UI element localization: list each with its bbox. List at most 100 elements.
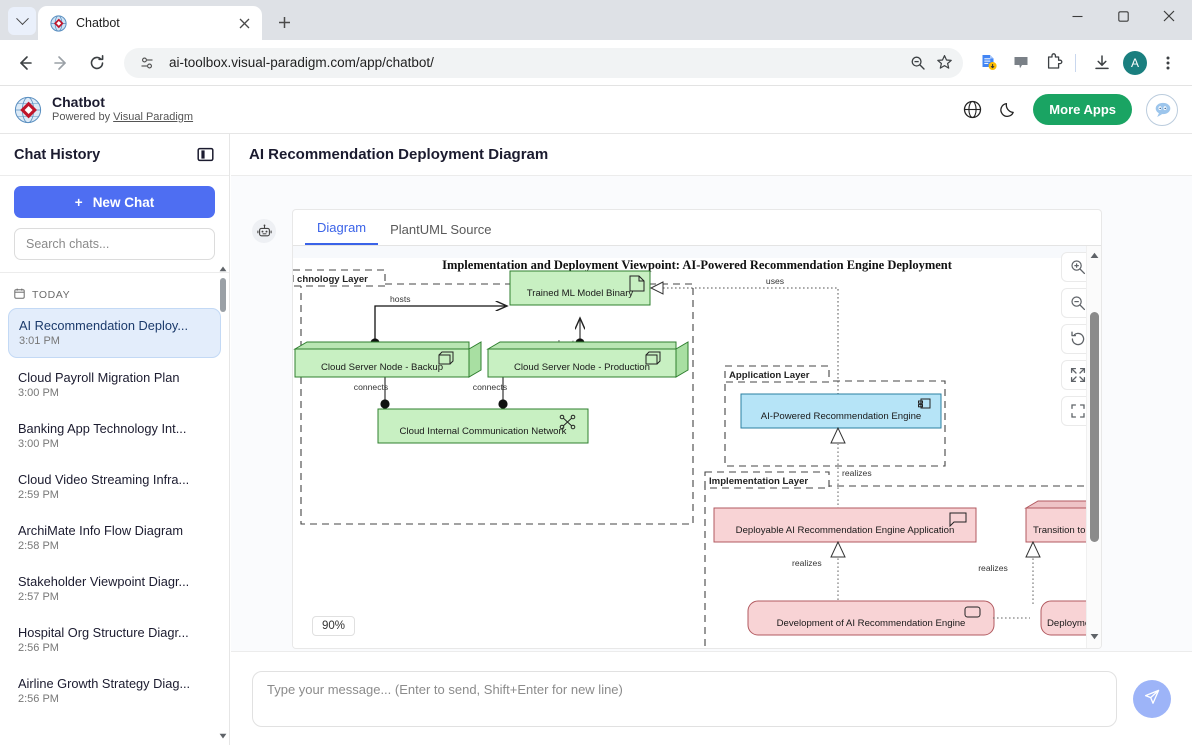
chat-item-7[interactable]: Airline Growth Strategy Diag... 2:56 PM: [8, 667, 221, 715]
chat-item-title: AI Recommendation Deploy...: [19, 318, 189, 333]
tab-diagram[interactable]: Diagram: [305, 213, 379, 245]
chat-item-title: Cloud Payroll Migration Plan: [18, 370, 180, 385]
node-label: Deployment: [1047, 618, 1099, 629]
reading-list-icon[interactable]: [974, 49, 1002, 77]
node-label: Cloud Server Node - Backup: [321, 362, 443, 373]
reload-icon[interactable]: [82, 48, 112, 78]
app-subtitle-prefix: Powered by: [52, 111, 114, 123]
back-icon[interactable]: [10, 48, 40, 78]
chat-bubble-icon[interactable]: [1146, 93, 1178, 126]
node-deployable-ai-recommendation-engine-application[interactable]: Deployable AI Recommendation Engine Appl…: [713, 507, 977, 543]
chat-group-label: TODAY: [32, 289, 71, 301]
chat-item-4[interactable]: ArchiMate Info Flow Diagram 2:58 PM: [8, 514, 221, 562]
chat-item-5[interactable]: Stakeholder Viewpoint Diagr... 2:57 PM: [8, 565, 221, 613]
browser-tab-title: Chatbot: [76, 16, 120, 30]
scroll-up-icon[interactable]: [1087, 248, 1101, 263]
chat-item-time: 3:00 PM: [18, 387, 59, 399]
sidebar-actions: + New Chat: [0, 176, 229, 273]
scrollbar-thumb[interactable]: [1090, 312, 1099, 542]
browser-menu-icon[interactable]: [1154, 49, 1182, 77]
group-label-application: Application Layer: [729, 370, 810, 381]
main-panel: AI Recommendation Deployment Diagram Dia…: [231, 134, 1192, 745]
chat-group-today: TODAY: [8, 279, 221, 308]
node-trained-ml-model-binary[interactable]: Trained ML Model Binary: [509, 270, 651, 306]
node-label: Cloud Internal Communication Network: [400, 426, 567, 437]
archimate-diagram[interactable]: chnology Layer Application Layer Impleme…: [293, 246, 1101, 648]
forward-icon[interactable]: [46, 48, 76, 78]
site-info-icon[interactable]: [134, 50, 160, 76]
chat-item-time: 2:59 PM: [18, 489, 59, 501]
close-icon[interactable]: [1146, 0, 1192, 32]
zoom-out-icon[interactable]: [905, 50, 931, 76]
close-icon[interactable]: [234, 13, 254, 33]
zoom-level-indicator[interactable]: 90%: [312, 616, 356, 636]
node-label: Cloud Server Node - Production: [514, 362, 650, 373]
chat-item-1[interactable]: Cloud Payroll Migration Plan 3:00 PM: [8, 361, 221, 409]
scrollbar-thumb[interactable]: [220, 278, 226, 312]
chat-item-title: Hospital Org Structure Diagr...: [18, 625, 189, 640]
comment-icon[interactable]: [1007, 49, 1035, 77]
sidebar-scrollbar[interactable]: [219, 264, 227, 745]
panel-toggle-icon[interactable]: [195, 145, 215, 165]
browser-tab-strip: Chatbot: [0, 0, 1192, 40]
message-input[interactable]: [252, 670, 1117, 727]
node-cloud-internal-communication-network[interactable]: Cloud Internal Communication Network: [377, 408, 589, 444]
app-title: Chatbot: [52, 94, 105, 110]
tab-plantuml-source[interactable]: PlantUML Source: [378, 215, 503, 245]
app-subtitle: Powered by Visual Paradigm: [52, 110, 193, 124]
diagram-canvas[interactable]: Implementation and Deployment Viewpoint:…: [293, 246, 1101, 648]
scroll-down-icon[interactable]: [219, 731, 227, 741]
send-button[interactable]: [1133, 679, 1171, 718]
node-label: AI-Powered Recommendation Engine: [761, 411, 922, 422]
sidebar-header: Chat History: [0, 134, 229, 176]
search-input[interactable]: [14, 228, 215, 260]
visual-paradigm-globe-icon: [50, 14, 67, 32]
message-composer: [231, 651, 1192, 745]
visual-paradigm-link[interactable]: Visual Paradigm: [113, 111, 194, 123]
group-label-implementation: Implementation Layer: [709, 476, 808, 487]
diagram-top-strip: [293, 246, 1101, 258]
more-apps-button[interactable]: More Apps: [1033, 94, 1132, 125]
chat-item-6[interactable]: Hospital Org Structure Diagr... 2:56 PM: [8, 616, 221, 664]
download-icon[interactable]: [1088, 49, 1116, 77]
visual-paradigm-logo-icon: [14, 96, 42, 124]
new-chat-label: New Chat: [92, 194, 155, 210]
moon-icon[interactable]: [997, 99, 1019, 121]
edge-label-realizes-2: realizes: [792, 558, 822, 568]
address-bar[interactable]: ai-toolbox.visual-paradigm.com/app/chatb…: [124, 47, 963, 78]
maximize-icon[interactable]: [1100, 0, 1146, 32]
main-title-bar: AI Recommendation Deployment Diagram: [231, 134, 1192, 176]
node-development-of-ai-recommendation-engine[interactable]: Development of AI Recommendation Engine: [747, 600, 995, 636]
chat-item-time: 2:56 PM: [18, 642, 59, 654]
avatar: A: [1123, 50, 1147, 75]
scroll-up-icon[interactable]: [219, 264, 227, 274]
tab-search-button[interactable]: [8, 7, 36, 35]
new-tab-button[interactable]: [270, 8, 298, 36]
new-chat-button[interactable]: + New Chat: [14, 186, 215, 218]
toolbar-divider: [1075, 53, 1076, 72]
profile-avatar-icon[interactable]: A: [1121, 49, 1149, 77]
edge-label-uses: uses: [766, 276, 784, 286]
node-cloud-server-node-production[interactable]: Cloud Server Node - Production: [486, 341, 689, 378]
chat-list[interactable]: TODAY AI Recommendation Deploy... 3:01 P…: [0, 279, 229, 745]
chat-item-0[interactable]: AI Recommendation Deploy... 3:01 PM: [8, 308, 221, 358]
chat-item-title: Banking App Technology Int...: [18, 421, 187, 436]
chat-item-3[interactable]: Cloud Video Streaming Infra... 2:59 PM: [8, 463, 221, 511]
diagram-card: Diagram PlantUML Source Implementation a…: [292, 209, 1102, 649]
canvas-scrollbar[interactable]: [1086, 246, 1101, 648]
node-label: Deployable AI Recommendation Engine Appl…: [736, 525, 955, 536]
diagram-title: Implementation and Deployment Viewpoint:…: [442, 258, 952, 272]
node-cloud-server-node-backup[interactable]: Cloud Server Node - Backup: [293, 341, 482, 378]
minimize-icon[interactable]: [1054, 0, 1100, 32]
node-ai-powered-recommendation-engine[interactable]: AI-Powered Recommendation Engine: [740, 393, 942, 429]
browser-tab[interactable]: Chatbot: [38, 6, 262, 40]
edge-label-connects-2: connects: [473, 382, 507, 392]
extensions-icon[interactable]: [1040, 49, 1068, 77]
calendar-icon: [14, 288, 25, 302]
group-label-technology: chnology Layer: [297, 274, 368, 285]
bookmark-star-icon[interactable]: [931, 50, 957, 76]
globe-icon[interactable]: [961, 99, 983, 121]
chat-item-2[interactable]: Banking App Technology Int... 3:00 PM: [8, 412, 221, 460]
chat-item-title: Stakeholder Viewpoint Diagr...: [18, 574, 190, 589]
scroll-down-icon[interactable]: [1087, 629, 1101, 644]
